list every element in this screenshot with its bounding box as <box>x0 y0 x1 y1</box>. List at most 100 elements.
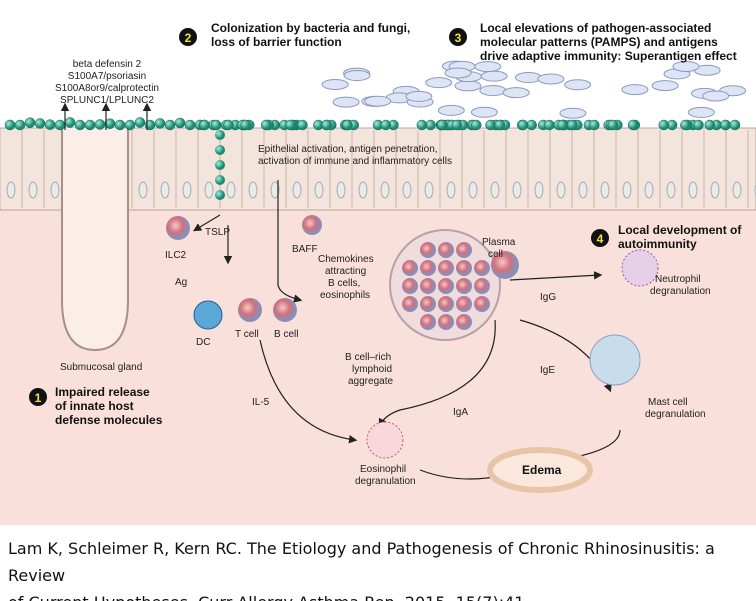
plasma-cell <box>491 251 519 279</box>
defensin-item: beta defensin 2 <box>73 59 142 70</box>
cell-nucleus <box>248 181 258 199</box>
iga-label: IgA <box>453 407 468 418</box>
bacterium <box>494 119 506 131</box>
cell-nucleus <box>292 181 302 199</box>
neutrophil <box>621 249 659 287</box>
citation-line: Lam K, Schleimer R, Kern RC. The Etiolog… <box>8 539 715 585</box>
cell-nucleus <box>446 181 456 199</box>
fungal-hypha <box>672 60 700 72</box>
step-text: of innate host <box>55 399 134 413</box>
chemokines-label: eosinophils <box>320 290 370 301</box>
lymphocyte <box>474 278 490 294</box>
cell-nucleus <box>468 181 478 199</box>
il5-label: IL-5 <box>252 397 270 408</box>
step-text: Impaired release <box>55 385 150 399</box>
antigen-particle <box>215 160 225 170</box>
t-cell-label: T cell <box>235 329 259 340</box>
lymphocyte <box>456 296 472 312</box>
fungal-hypha <box>474 61 502 73</box>
fungal-hypha <box>514 72 542 84</box>
gland-label: Submucosal gland <box>60 362 142 373</box>
fungal-hypha <box>470 106 498 118</box>
bacterium <box>680 119 691 131</box>
lymphocyte <box>438 278 454 294</box>
fungal-hypha <box>559 107 587 119</box>
aggregate-label: aggregate <box>348 376 393 387</box>
igg-label: IgG <box>540 292 556 303</box>
tslp-label: TSLP <box>205 227 230 238</box>
bacterium <box>44 119 56 130</box>
bacterium <box>154 118 166 129</box>
plasma-cell-label: cell <box>488 249 503 260</box>
cell-nucleus <box>490 181 500 199</box>
lymphocyte <box>438 314 454 330</box>
fungal-hypha <box>454 80 482 92</box>
step-number: 3 <box>455 31 462 45</box>
bacterium <box>720 119 731 131</box>
cell-nucleus <box>578 181 588 199</box>
bacterium <box>567 119 578 131</box>
step-text: drive adaptive immunity: Superantigen ef… <box>480 49 737 63</box>
dendritic-cell <box>193 300 223 330</box>
citation: Lam K, Schleimer R, Kern RC. The Etiolog… <box>8 535 753 601</box>
chemokines-label: Chemokines <box>318 254 374 265</box>
cell-nucleus <box>644 181 654 199</box>
chemokines-label: attracting <box>325 266 366 277</box>
baff-label: BAFF <box>292 244 318 255</box>
cell-nucleus <box>380 181 390 199</box>
lymphocyte <box>438 242 454 258</box>
plasma-cell-label: Plasma <box>482 237 516 248</box>
cell-nucleus <box>314 181 324 199</box>
step-text: defense molecules <box>55 413 163 427</box>
cell-nucleus <box>270 181 280 199</box>
eosinophil-label: degranulation <box>355 476 416 487</box>
cell-nucleus <box>424 181 434 199</box>
fungal-hypha <box>479 84 507 96</box>
b-cell <box>273 298 297 322</box>
cell-nucleus <box>688 181 698 199</box>
fungal-hypha <box>687 106 715 118</box>
defensin-item: SPLUNC1/LPLUNC2 <box>60 95 154 106</box>
fungal-hypha <box>405 90 433 102</box>
defensin-item: S100A7/psoriasin <box>68 71 146 82</box>
lymphocyte <box>420 278 436 294</box>
eosinophil <box>366 421 404 459</box>
lymphocyte <box>402 260 418 276</box>
fungal-hypha <box>702 90 730 102</box>
neutrophil-label: Neutrophil <box>655 274 701 285</box>
bacterium <box>693 119 704 131</box>
lymphocyte <box>402 296 418 312</box>
step-text: autoimmunity <box>618 237 697 251</box>
bacterium <box>14 119 26 131</box>
fungal-hypha <box>480 70 508 82</box>
cell-nucleus <box>28 181 38 199</box>
edema-label: Edema <box>522 463 562 477</box>
lymphocyte <box>456 314 472 330</box>
fungal-hypha <box>537 73 565 85</box>
step-4: 4 Local development of autoimmunity <box>591 223 742 251</box>
bacterium <box>607 119 619 131</box>
bacterium <box>54 119 66 131</box>
bacterium <box>658 119 670 131</box>
bacterium <box>729 119 741 131</box>
bacterium <box>210 119 222 131</box>
citation-line: of Current Hypotheses. Curr Allergy Asth… <box>8 589 753 601</box>
mast-cell-label: degranulation <box>645 409 706 420</box>
bacterium <box>436 119 448 131</box>
cell-nucleus <box>710 181 720 199</box>
arrows <box>60 102 621 481</box>
bacterium <box>24 117 36 128</box>
defensin-list: beta defensin 2 S100A7/psoriasin S100A8o… <box>55 59 159 106</box>
bacterium <box>164 119 176 131</box>
cell-nucleus <box>336 181 346 199</box>
ilc2-label: ILC2 <box>165 250 187 261</box>
cell-nucleus <box>226 181 236 199</box>
fungal-hypha <box>364 95 392 107</box>
step-text: Colonization by bacteria and fungi, <box>211 21 410 35</box>
chemokines-label: B cells, <box>328 278 360 289</box>
defensin-item: S100A8or9/calprotectin <box>55 83 159 94</box>
bacterium <box>260 119 272 131</box>
antigen-particle <box>215 130 225 140</box>
fungal-hypha <box>343 70 371 82</box>
